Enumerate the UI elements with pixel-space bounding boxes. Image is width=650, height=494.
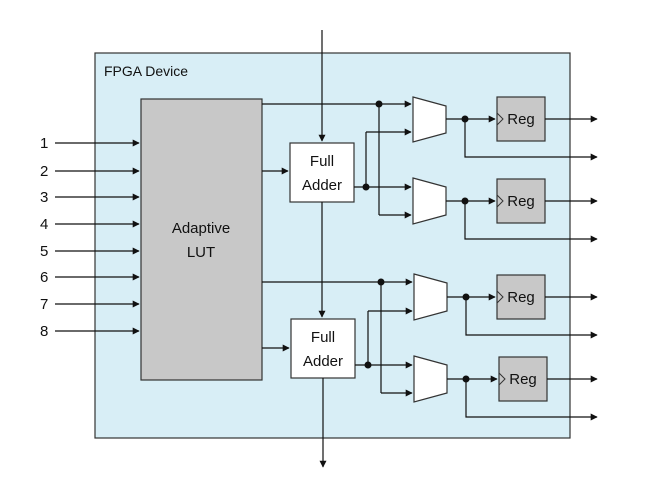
register-3 [496, 274, 546, 320]
mux-outputs [446, 115, 598, 421]
lut-label-line2: LUT [187, 244, 215, 261]
junction-bypass-top [375, 100, 383, 108]
lut-label-line1: Adaptive [172, 220, 230, 237]
full-adder-bottom [290, 318, 356, 379]
lut-inputs [55, 139, 140, 335]
input-label-4: 4 [40, 216, 48, 233]
register-3-clock [496, 290, 504, 304]
junction-mux2 [461, 197, 469, 205]
input-label-8: 8 [40, 323, 48, 340]
mux1-comb-out [464, 119, 598, 161]
lut-to-adders [262, 167, 290, 352]
device-title: FPGA Device [104, 63, 188, 79]
register-outputs [545, 115, 598, 383]
registers: Reg Reg Reg Reg [496, 96, 548, 402]
mux-output-dots [461, 115, 470, 383]
carry-chain [318, 30, 327, 468]
adaptive-lut-block [140, 98, 263, 381]
register-2 [496, 178, 546, 224]
adder-bottom-line1: Full [311, 329, 335, 346]
input-label-1: 1 [40, 135, 48, 152]
register-4-clock [498, 372, 506, 386]
multiplexers [412, 96, 448, 403]
register-2-clock [496, 194, 504, 208]
input-label-6: 6 [40, 269, 48, 286]
input-label-7: 7 [40, 296, 48, 313]
mux-2 [412, 177, 447, 225]
junction-dots [362, 100, 385, 369]
adder-top-line1: Full [310, 153, 334, 170]
register-3-label: Reg [507, 289, 535, 306]
register-2-label: Reg [507, 193, 535, 210]
register-1 [496, 96, 546, 142]
register-1-clock [496, 112, 504, 126]
register-4 [498, 356, 548, 402]
register-1-label: Reg [507, 111, 535, 128]
input-label-2: 2 [40, 163, 48, 180]
register-4-label: Reg [509, 371, 537, 388]
mux2-comb-out [464, 201, 598, 243]
mux-4 [413, 355, 448, 403]
mux4-comb-out [465, 379, 598, 421]
adder-bottom-line2: Adder [303, 353, 343, 370]
junction-mux3 [462, 293, 470, 301]
mux-1 [412, 96, 447, 143]
input-label-3: 3 [40, 189, 48, 206]
mux-3 [413, 273, 448, 321]
junction-mux4 [462, 375, 470, 383]
adder-top-line2: Adder [302, 177, 342, 194]
mux3-comb-out [465, 297, 598, 339]
input-label-5: 5 [40, 243, 48, 260]
junction-mux1 [461, 115, 469, 123]
junction-bypass-bottom [377, 278, 385, 286]
junction-sum-bottom [364, 361, 372, 369]
junction-sum-top [362, 183, 370, 191]
